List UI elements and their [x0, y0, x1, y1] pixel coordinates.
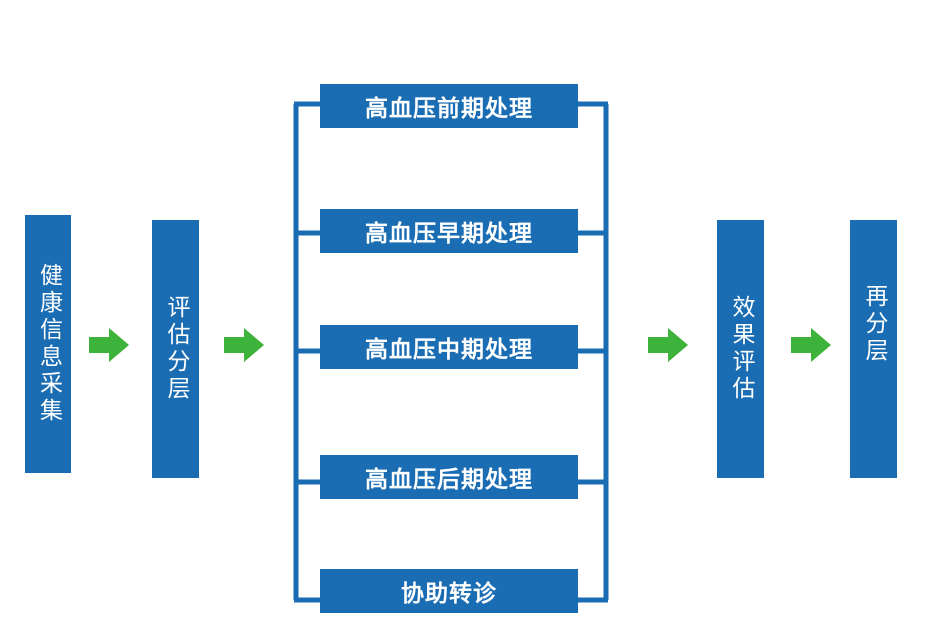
- treatment-label-4: 高血压后期处理: [365, 467, 533, 493]
- stage-restratify-box: 再分层: [850, 220, 897, 478]
- treatment-box-5: 协助转诊: [320, 569, 578, 613]
- right-arrow-icon: [89, 328, 129, 362]
- treatment-box-1: 高血压前期处理: [320, 84, 578, 128]
- treatment-box-2: 高血压早期处理: [320, 209, 578, 253]
- treatment-box-3: 高血压中期处理: [320, 325, 578, 369]
- right-arrow-icon: [648, 328, 688, 362]
- right-arrow-icon: [791, 328, 831, 362]
- stage-stratify-box: 评估分层: [152, 220, 199, 478]
- stage-collect-label: 健康信息采集: [35, 263, 62, 425]
- stage-collect-box: 健康信息采集: [25, 215, 71, 473]
- treatment-label-5: 协助转诊: [401, 581, 497, 607]
- treatment-label-1: 高血压前期处理: [365, 96, 533, 122]
- treatment-label-2: 高血压早期处理: [365, 221, 533, 247]
- treatment-label-3: 高血压中期处理: [365, 337, 533, 363]
- stage-stratify-label: 评估分层: [163, 295, 189, 403]
- treatment-box-4: 高血压后期处理: [320, 455, 578, 499]
- stage-evaluate-label: 效果评估: [728, 295, 754, 403]
- stage-evaluate-box: 效果评估: [717, 220, 764, 478]
- stage-restratify-label: 再分层: [861, 283, 887, 365]
- right-arrow-icon: [224, 328, 264, 362]
